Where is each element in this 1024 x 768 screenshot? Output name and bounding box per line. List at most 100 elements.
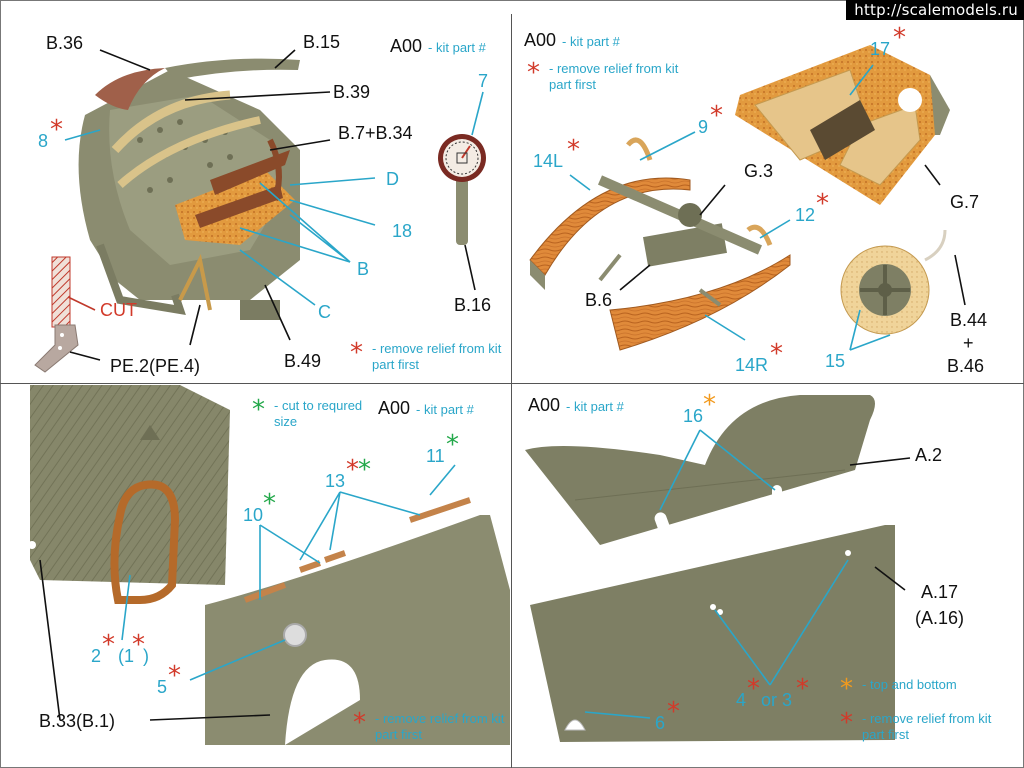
label-g7: G.7 [950, 192, 980, 212]
label-1: (1 [118, 646, 135, 666]
label-9: 9 [698, 117, 709, 137]
panel-divider-vertical [511, 14, 512, 768]
label-4: 4 [736, 690, 747, 710]
label-8: 8 [38, 131, 49, 151]
remove-relief-text: - remove relief from kit part first [375, 711, 505, 743]
label-cut: CUT [100, 300, 137, 320]
label-16: 16 [683, 406, 704, 426]
label-14r: 14R [735, 355, 769, 375]
watermark: http://scalemodels.ru [846, 0, 1024, 20]
red-asterisk: * [50, 115, 63, 145]
remove-relief-text: - remove relief from kit part first [862, 711, 992, 743]
label-c: C [318, 302, 331, 322]
green-asterisk: * [446, 430, 459, 460]
label-11: 11 [426, 446, 445, 466]
label-b15: B.15 [303, 32, 341, 52]
red-asterisk: * [132, 630, 145, 660]
kit-part-legend: A00 - kit part # [378, 398, 474, 419]
label-b39: B.39 [333, 82, 371, 102]
red-asterisk: * [770, 339, 783, 369]
remove-relief-note: * - remove relief from kit part first [353, 708, 505, 744]
kit-part-desc: - kit part # [428, 40, 486, 55]
label-b33-b1: B.33(B.1) [39, 711, 116, 731]
panel-divider-horizontal [0, 383, 1024, 384]
label-or-3: or 3 [761, 690, 793, 710]
red-asterisk: * [350, 338, 363, 368]
remove-relief-note: * - remove relief from kit part first [840, 708, 992, 744]
label-1-close: ) [143, 646, 149, 666]
label-15: 15 [825, 351, 846, 371]
kit-part-desc: - kit part # [562, 34, 620, 49]
label-12: 12 [795, 205, 816, 225]
label-g3: G.3 [744, 161, 774, 181]
pedals-illustration [529, 137, 791, 351]
label-a17: A.17 [921, 582, 959, 602]
panel4-leader-lines [584, 429, 911, 719]
wheel-illustration [840, 229, 947, 335]
red-asterisk: * [567, 135, 580, 165]
green-asterisk: * [263, 489, 276, 519]
red-asterisk: * [527, 58, 540, 88]
gauge-illustration [438, 134, 486, 245]
orange-asterisk: * [840, 674, 853, 704]
top-bottom-note: * - top and bottom [840, 674, 957, 704]
remove-relief-note: * - remove relief from kit part first [350, 338, 502, 374]
label-pe2-pe4: PE.2(PE.4) [110, 356, 201, 376]
label-b49: B.49 [284, 351, 322, 371]
label-d: D [386, 169, 399, 189]
label-a2: A.2 [915, 445, 943, 465]
label-18: 18 [392, 221, 413, 241]
label-b6: B.6 [585, 290, 613, 310]
green-asterisk: * [252, 395, 265, 425]
red-asterisk: * [893, 23, 906, 53]
kit-part-desc: - kit part # [566, 399, 624, 414]
red-asterisk: * [796, 674, 809, 704]
label-b: B [357, 259, 370, 279]
kit-part-legend: A00 - kit part # [528, 395, 624, 416]
panel3-leader-lines [39, 464, 456, 721]
tail-illustration [525, 395, 875, 545]
green-asterisk: * [358, 455, 371, 485]
cushion-illustration [735, 45, 950, 205]
label-13: 13 [325, 471, 346, 491]
panel2-leader-lines [569, 64, 966, 351]
orange-asterisk: * [703, 390, 716, 420]
kit-part-code: A00 [378, 398, 411, 418]
red-asterisk: * [747, 674, 760, 704]
red-asterisk: * [168, 661, 181, 691]
label-a16: (A.16) [915, 608, 965, 628]
label-plus: + [963, 333, 974, 353]
label-b36: B.36 [46, 33, 84, 53]
red-asterisk: * [667, 697, 680, 727]
kit-part-code: A00 [390, 36, 423, 56]
fuselage-panel-illustration [205, 497, 510, 745]
cut-to-size-text: - cut to requred size [274, 398, 363, 430]
red-asterisk: * [710, 101, 723, 131]
remove-relief-text: - remove relief from kit part first [549, 61, 679, 93]
kit-part-desc: - kit part # [416, 402, 474, 417]
label-10: 10 [243, 505, 264, 525]
label-14l: 14L [533, 151, 564, 171]
kit-part-code: A00 [528, 395, 561, 415]
label-6: 6 [655, 713, 666, 733]
label-2: 2 [91, 646, 102, 666]
kit-part-legend: A00 - kit part # [390, 36, 486, 57]
kit-part-code: A00 [524, 30, 557, 50]
kit-part-legend: A00 - kit part # [524, 30, 620, 51]
seat-illustration [78, 58, 300, 320]
label-17: 17 [870, 39, 891, 59]
label-b44: B.44 [950, 310, 988, 330]
label-b7-b34: B.7+B.34 [338, 123, 413, 143]
pe-bracket-illustration [34, 256, 79, 373]
label-5: 5 [157, 677, 168, 697]
label-b46: B.46 [947, 356, 985, 376]
label-b16: B.16 [454, 295, 492, 315]
top-bottom-text: - top and bottom [862, 677, 957, 692]
panel1-leader-lines [64, 49, 484, 361]
red-asterisk: * [840, 708, 853, 738]
cut-to-size-note: * - cut to requred size [252, 395, 364, 431]
red-asterisk: * [353, 708, 366, 738]
remove-relief-note: * - remove relief from kit part first [527, 58, 679, 94]
red-asterisk: * [102, 630, 115, 660]
